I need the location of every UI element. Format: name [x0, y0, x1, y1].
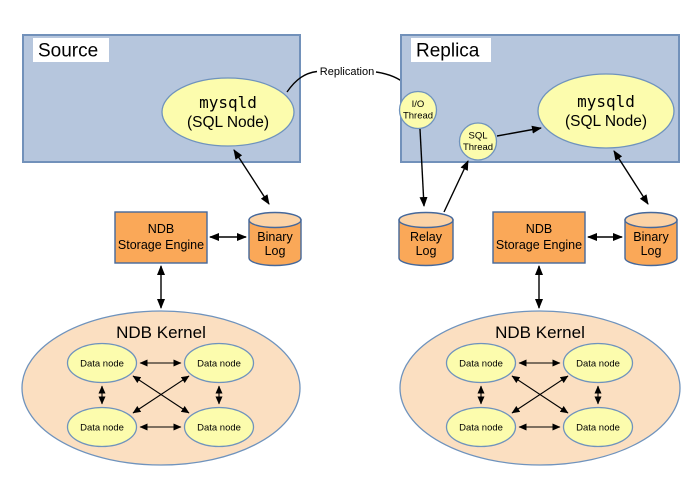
- mysqld-ellipse-source: [161, 77, 295, 147]
- data-node-label: Data node: [197, 423, 241, 434]
- arrow-node-mesh: [132, 375, 190, 414]
- sql-node-label-replica: (SQL Node): [565, 113, 647, 130]
- data-node-label: Data node: [459, 359, 503, 370]
- arrow-relay-sql: [443, 160, 469, 213]
- data-node-label: Data node: [459, 423, 503, 434]
- sql-thread-circle: [458, 122, 498, 161]
- sql-thread-line1: SQL: [468, 131, 487, 142]
- binary-log-source: Binary Log: [248, 211, 302, 267]
- storage-engine-box-replica: [492, 211, 586, 264]
- storage-engine-line1-replica: NDB: [526, 222, 552, 236]
- arrow-sql-mysqld: [496, 125, 542, 137]
- relay-log-cap: [398, 211, 454, 229]
- storage-engine-line1-source: NDB: [148, 222, 174, 236]
- storage-engine-box-source: [114, 211, 208, 264]
- data-node-ellipse: [183, 406, 255, 448]
- binary-log-line2-replica: Log: [641, 244, 662, 258]
- sql-thread: SQL Thread: [458, 122, 498, 161]
- io-thread: I/O Thread: [398, 90, 438, 130]
- replication-link: Replication: [286, 66, 410, 93]
- relay-log-body: [398, 219, 454, 267]
- data-node-ellipse: [445, 342, 517, 384]
- ndb-kernel-replica: NDB Kernel Data node Data node Data node…: [399, 310, 681, 466]
- replication-curve-left: [286, 70, 318, 93]
- arrow-node-mesh: [511, 375, 569, 414]
- kernel-title-replica: NDB Kernel: [495, 323, 585, 342]
- data-node-ellipse: [66, 406, 138, 448]
- mysqld-ellipse-replica: [537, 73, 675, 149]
- source-cluster: Source mysqld (SQL Node) NDB Storage Eng…: [21, 34, 302, 466]
- io-thread-line1: I/O: [412, 99, 425, 110]
- arrow-mysqld-binlog-replica: [613, 150, 649, 205]
- mysqld-label-source: mysqld: [199, 93, 257, 112]
- binary-log-line1-source: Binary: [257, 230, 293, 244]
- mysqld-label-replica: mysqld: [577, 92, 635, 111]
- replica-cluster: Replica I/O Thread SQL Thread mysqld (SQ…: [398, 34, 681, 466]
- source-title: Source: [38, 41, 98, 62]
- storage-engine-line2-source: Storage Engine: [118, 238, 204, 252]
- sql-thread-line2: Thread: [463, 142, 493, 153]
- data-node-ellipse: [445, 406, 517, 448]
- data-node-label: Data node: [80, 423, 124, 434]
- data-node-label: Data node: [80, 359, 124, 370]
- binary-log-body-source: [248, 219, 302, 267]
- relay-log: Relay Log: [398, 211, 454, 267]
- replica-title: Replica: [416, 41, 480, 62]
- binary-log-line1-replica: Binary: [633, 230, 669, 244]
- ndb-kernel-source: NDB Kernel Data node Data node Data node…: [21, 310, 301, 466]
- binary-log-replica: Binary Log: [624, 211, 678, 267]
- io-thread-line2: Thread: [403, 111, 433, 122]
- data-node-label: Data node: [576, 423, 620, 434]
- relay-log-line1: Relay: [410, 230, 443, 244]
- arrow-io-relay: [419, 128, 428, 207]
- data-node-ellipse: [66, 342, 138, 384]
- replica-title-bg: [411, 38, 491, 62]
- relay-log-line2: Log: [416, 244, 437, 258]
- binary-log-body-replica: [624, 219, 678, 267]
- binary-log-line2-source: Log: [265, 244, 286, 258]
- source-title-bg: [33, 38, 109, 62]
- data-node-label: Data node: [197, 359, 241, 370]
- mysqld-node-replica: mysqld (SQL Node): [537, 73, 675, 149]
- storage-engine-line2-replica: Storage Engine: [496, 238, 582, 252]
- data-node-label: Data node: [576, 359, 620, 370]
- data-node-ellipse: [562, 342, 634, 384]
- replication-label: Replication: [320, 66, 374, 78]
- kernel-title-source: NDB Kernel: [116, 323, 206, 342]
- io-thread-circle: [398, 90, 438, 130]
- binary-log-cap-replica: [624, 211, 678, 229]
- arrow-mysqld-binlog-source: [233, 149, 270, 205]
- storage-engine-replica: NDB Storage Engine: [492, 211, 586, 264]
- storage-engine-source: NDB Storage Engine: [114, 211, 208, 264]
- binary-log-cap-source: [248, 211, 302, 229]
- sql-node-label-source: (SQL Node): [187, 114, 269, 131]
- data-node-ellipse: [562, 406, 634, 448]
- mysqld-node-source: mysqld (SQL Node): [161, 77, 295, 147]
- data-node-ellipse: [183, 342, 255, 384]
